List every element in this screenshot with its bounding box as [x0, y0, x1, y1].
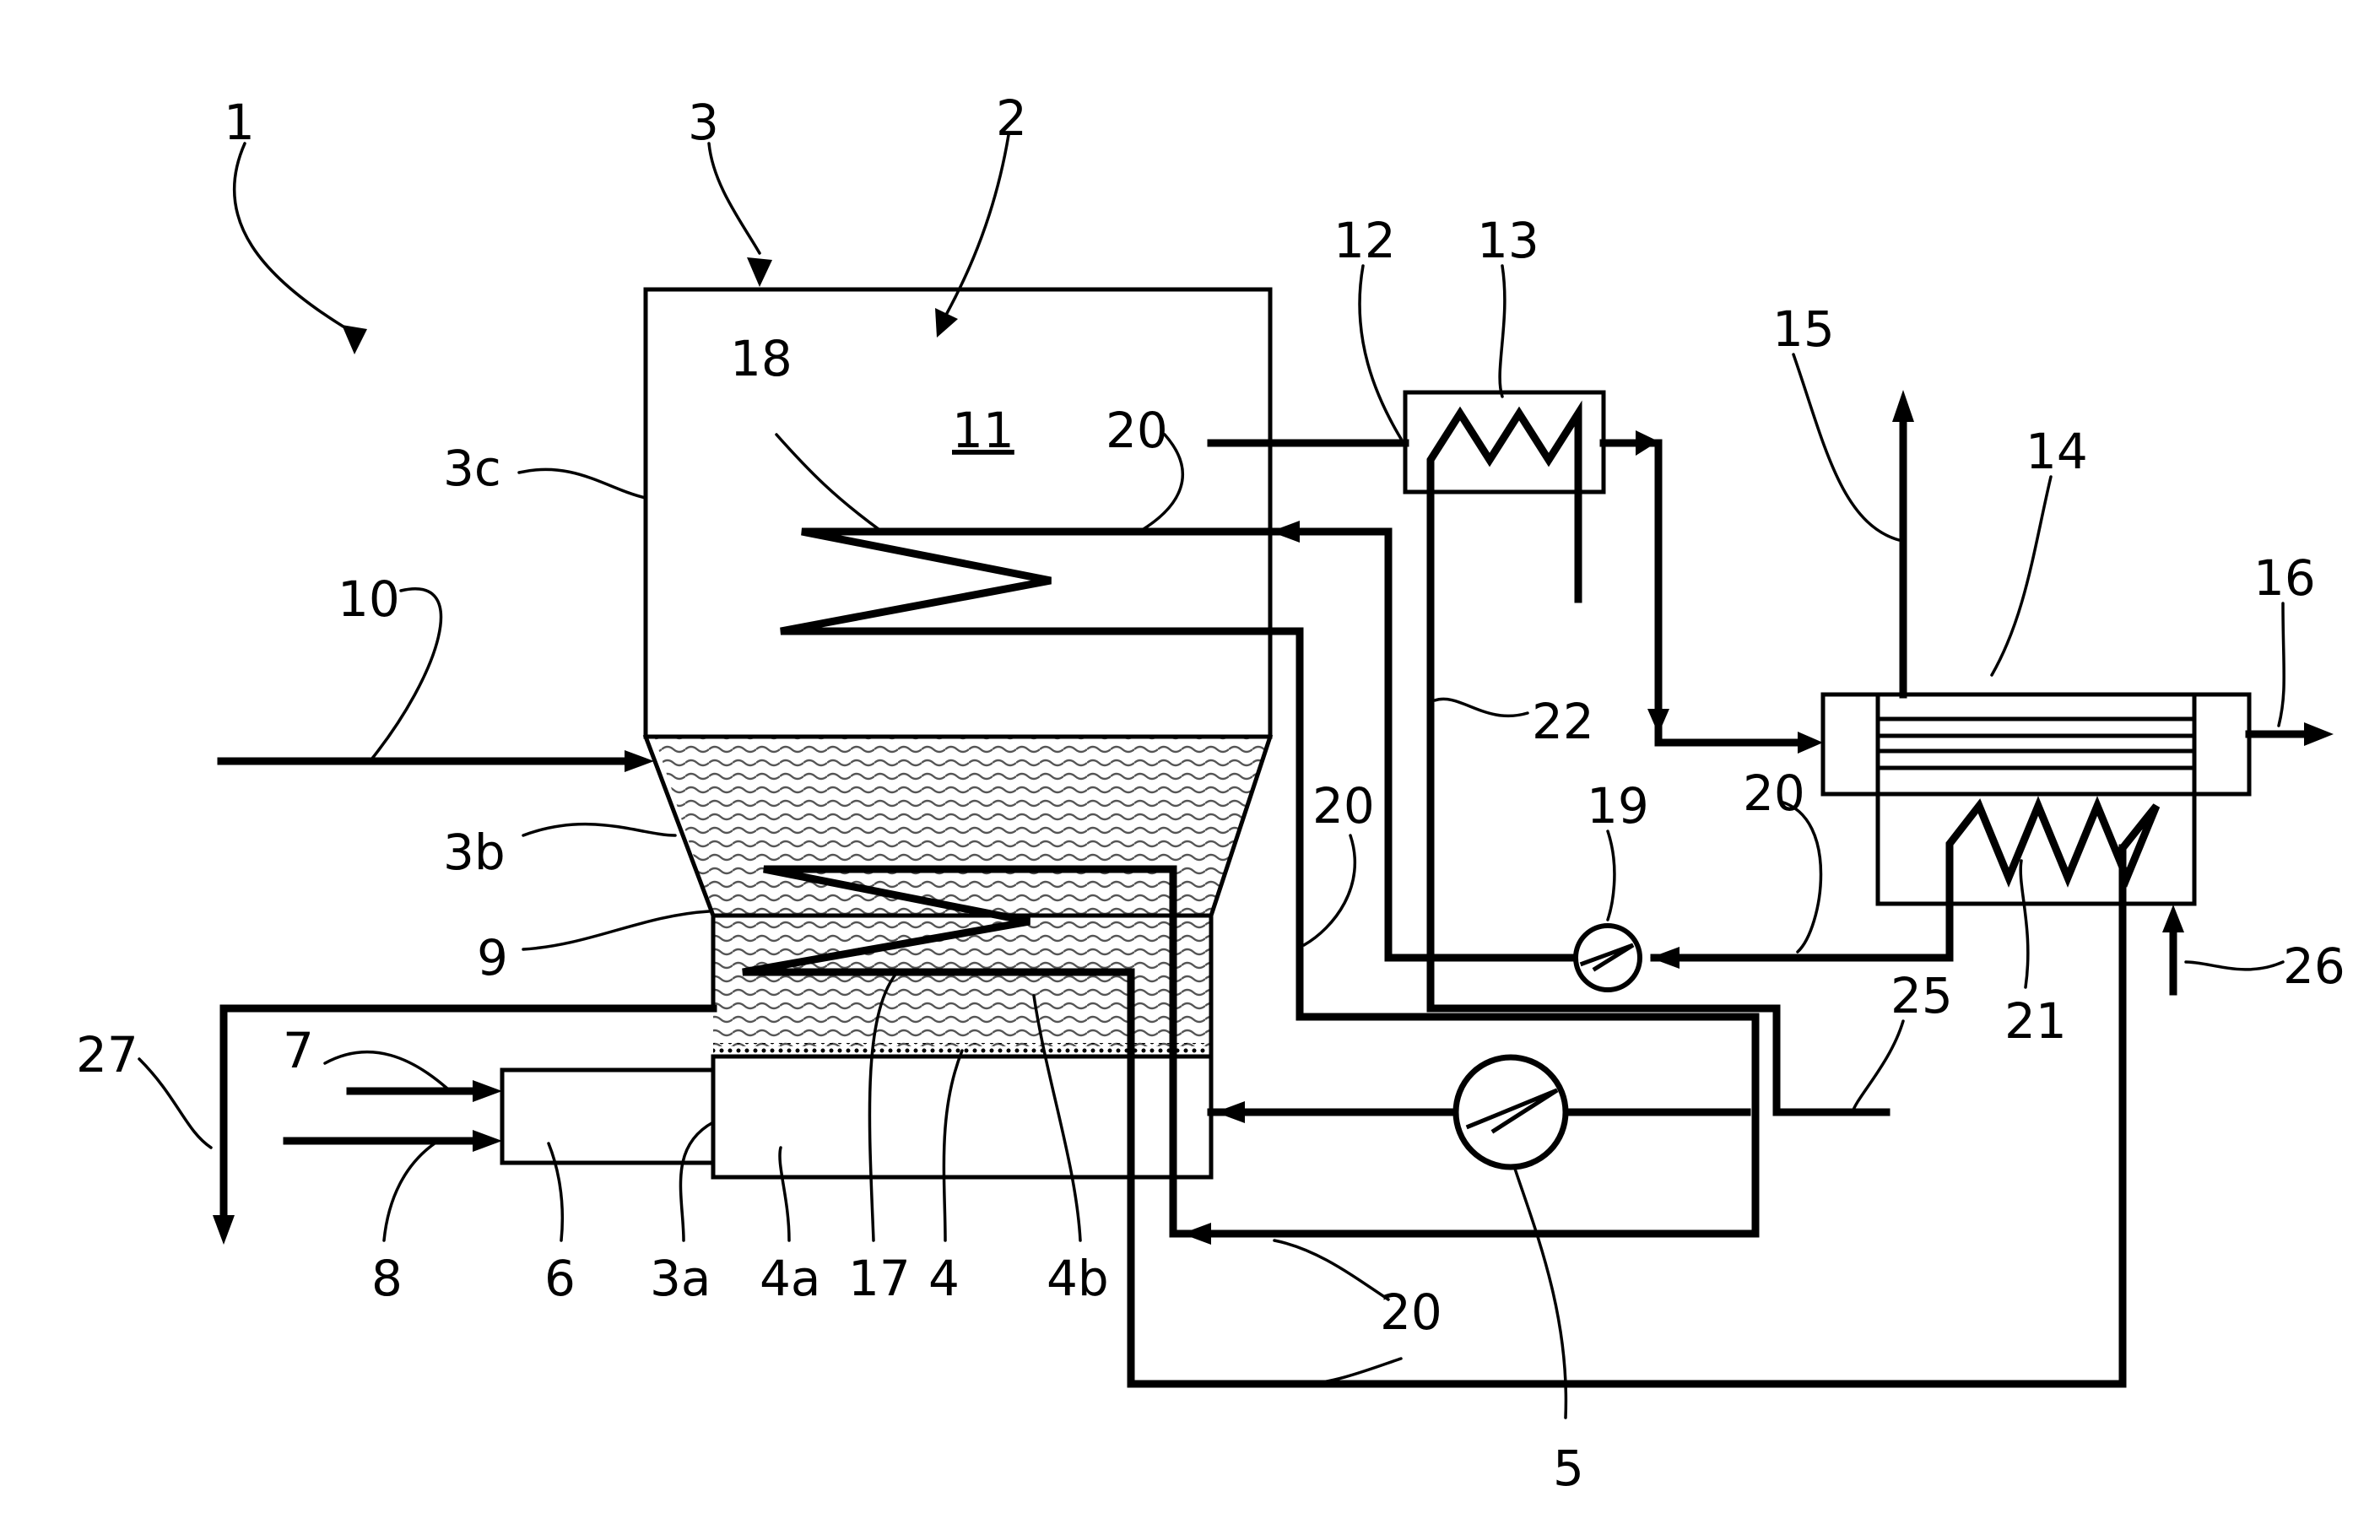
- label-12: 12: [1333, 212, 1396, 269]
- label-4: 4: [928, 1250, 960, 1307]
- label-21: 21: [2004, 992, 2067, 1050]
- label-11: 11: [952, 402, 1014, 459]
- label-4b: 4b: [1047, 1250, 1109, 1307]
- label-1: 1: [224, 94, 255, 151]
- label-14: 14: [2026, 423, 2088, 480]
- label-3c: 3c: [443, 440, 501, 497]
- line-25: [1777, 1013, 1886, 1112]
- line-13-to-14: [1604, 443, 1810, 743]
- windbox: [713, 1056, 1211, 1177]
- leader-20b: [1304, 835, 1355, 945]
- leader-20d: [1274, 1240, 1388, 1300]
- leader-9: [523, 911, 709, 949]
- label-4a: 4a: [760, 1250, 820, 1307]
- coil-17-supply: [1173, 869, 1755, 1234]
- leader-18: [776, 435, 882, 532]
- leader-20c: [1781, 802, 1821, 952]
- label-20c: 20: [1743, 765, 1805, 822]
- leader-8: [384, 1143, 435, 1240]
- leader-27: [139, 1059, 211, 1148]
- label-10: 10: [338, 570, 400, 628]
- leader-15: [1793, 354, 1899, 540]
- label-8: 8: [371, 1250, 403, 1307]
- label-3: 3: [688, 94, 719, 151]
- label-9: 9: [477, 929, 508, 986]
- label-13: 13: [1477, 212, 1539, 269]
- leader-13: [1500, 266, 1505, 397]
- leader-3: [709, 143, 760, 253]
- blower-5: [1456, 1057, 1566, 1167]
- leader-1: [235, 143, 354, 333]
- label-16: 16: [2253, 549, 2316, 607]
- label-5: 5: [1553, 1440, 1584, 1497]
- label-18: 18: [730, 330, 792, 387]
- pump-19: [1576, 926, 1640, 990]
- leader-6: [549, 1143, 562, 1240]
- leader-3a: [680, 1122, 713, 1240]
- leader-14: [1992, 477, 2051, 675]
- coil-13: [1431, 413, 1578, 599]
- label-15: 15: [1772, 300, 1835, 358]
- leader-12: [1360, 266, 1401, 439]
- leader-21: [2020, 861, 2028, 987]
- leader-4a: [780, 1148, 789, 1240]
- label-6: 6: [544, 1250, 576, 1307]
- leader-4: [944, 1051, 962, 1240]
- leader-22: [1435, 699, 1528, 716]
- label-3b: 3b: [443, 824, 506, 881]
- fluidized-bed: [654, 736, 1270, 1046]
- label-7: 7: [283, 1022, 314, 1079]
- label-2: 2: [996, 89, 1027, 147]
- label-3a: 3a: [650, 1250, 711, 1307]
- leader-25: [1853, 1021, 1903, 1112]
- label-20d: 20: [1380, 1283, 1442, 1341]
- label-19: 19: [1587, 777, 1649, 835]
- label-27: 27: [76, 1026, 138, 1083]
- label-20a: 20: [1106, 402, 1168, 459]
- label-22: 22: [1532, 693, 1594, 750]
- leader-16: [2279, 603, 2284, 726]
- label-25: 25: [1890, 967, 1953, 1024]
- burner-box: [502, 1070, 713, 1163]
- leader-19: [1608, 831, 1615, 920]
- label-20b: 20: [1312, 777, 1375, 835]
- leader-3c: [519, 469, 646, 498]
- unit-14-top: [1823, 694, 2249, 794]
- leader-7: [325, 1052, 447, 1089]
- leader-3b: [523, 824, 675, 835]
- leader-26: [2186, 962, 2283, 970]
- label-17: 17: [848, 1250, 911, 1307]
- label-26: 26: [2283, 938, 2345, 995]
